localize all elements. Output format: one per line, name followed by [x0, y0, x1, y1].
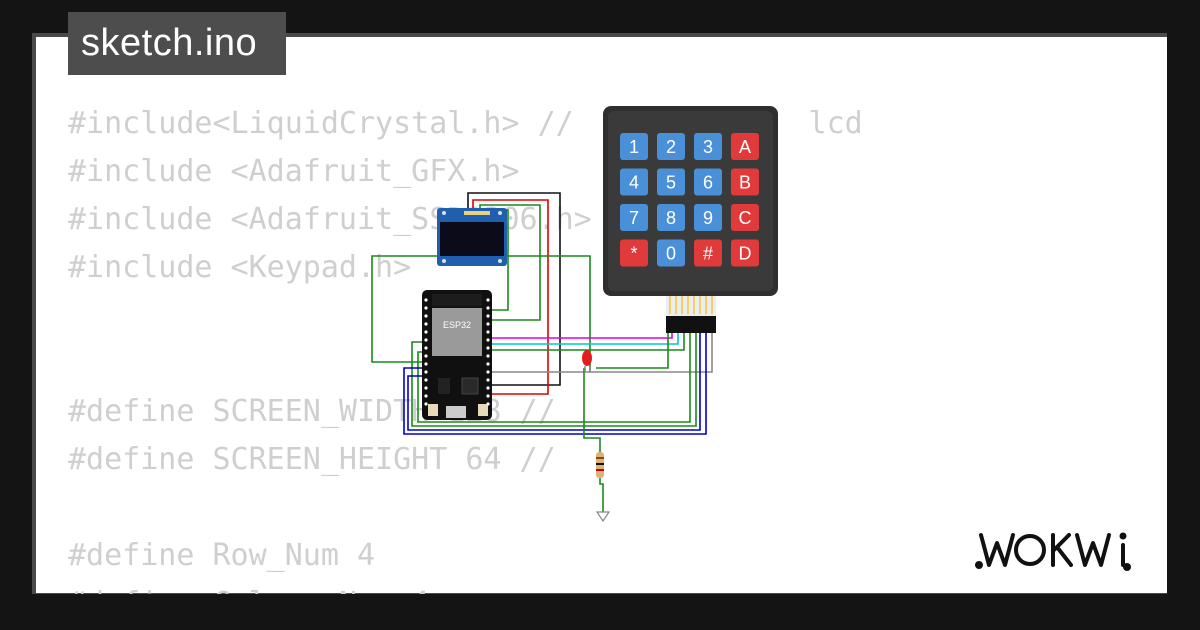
- keypad-key-label: #: [703, 244, 713, 264]
- keypad-key-7[interactable]: 7: [620, 204, 648, 231]
- red-led[interactable]: [582, 350, 592, 372]
- wire-green: [490, 333, 685, 351]
- keypad-pin: [669, 296, 671, 314]
- keypad-key-label: 0: [666, 244, 676, 264]
- keypad-pin: [705, 296, 707, 314]
- esp32-label: ESP32: [443, 320, 471, 330]
- wire-magenta: [490, 333, 673, 339]
- keypad-key-B[interactable]: B: [731, 168, 759, 196]
- keypad-key-C[interactable]: C: [731, 204, 759, 231]
- wire-green: [599, 478, 604, 512]
- keypad-key-3[interactable]: 3: [694, 133, 722, 160]
- keypad-key-1[interactable]: 1: [620, 133, 648, 160]
- wire-green: [371, 255, 440, 363]
- ground-symbol: [595, 511, 611, 523]
- code-line: #define Row_Num 4: [68, 538, 376, 573]
- keypad-key-9[interactable]: 9: [694, 204, 722, 231]
- keypad-key-label: C: [739, 208, 752, 228]
- code-line: #define SCREEN_WIDTH 128 //: [68, 394, 556, 429]
- keypad-pin: [693, 296, 695, 314]
- keypad-pin: [681, 296, 683, 314]
- code-line: #include<LiquidCrystal.h> // lcd: [68, 106, 863, 141]
- wire-blue: [407, 333, 701, 431]
- keypad-key-star[interactable]: *: [620, 239, 648, 267]
- wire-blue: [403, 333, 707, 435]
- keypad-pin: [687, 296, 689, 314]
- oled-display[interactable]: [437, 208, 507, 266]
- keypad-key-label: 4: [629, 173, 639, 193]
- keypad-pin: [711, 296, 713, 314]
- wire-green: [583, 368, 601, 452]
- wire-green: [596, 333, 669, 369]
- keypad-key-label: B: [739, 173, 751, 193]
- keypad-key-label: 9: [703, 208, 713, 228]
- wire-black: [467, 192, 561, 386]
- keypad-key-label: *: [630, 244, 637, 264]
- file-tab-sketch[interactable]: sketch.ino: [68, 12, 286, 75]
- keypad-key-D[interactable]: D: [731, 239, 759, 267]
- keypad-key-label: 7: [629, 208, 639, 228]
- keypad-key-6[interactable]: 6: [694, 168, 722, 196]
- code-line: #include <Adafruit_SSD1306.h>: [68, 202, 592, 237]
- wire-green: [500, 255, 591, 372]
- keypad-key-label: 3: [703, 137, 713, 157]
- keypad-key-label: 1: [629, 137, 639, 157]
- wires: [371, 192, 713, 512]
- keypad-4x4[interactable]: 1 2 3 A 4 5 6 B 7 8 9 C * 0 # D: [603, 106, 778, 333]
- wire-gray: [490, 333, 713, 373]
- keypad-key-label: 5: [666, 173, 676, 193]
- keypad-key-label: 2: [666, 137, 676, 157]
- keypad-key-2[interactable]: 2: [657, 133, 685, 160]
- keypad-pin: [675, 296, 677, 314]
- keypad-key-4[interactable]: 4: [620, 168, 648, 196]
- wire-green: [411, 333, 697, 427]
- code-line: #define SCREEN_HEIGHT 64 //: [68, 442, 556, 477]
- frame-bottom-cover: [32, 594, 1200, 630]
- wire-red: [472, 199, 549, 395]
- wokwi-logo: [975, 532, 1131, 571]
- code-line: #include <Adafruit_GFX.h>: [68, 154, 520, 189]
- wire-green: [479, 204, 541, 321]
- keypad-key-label: 8: [666, 208, 676, 228]
- keypad-key-8[interactable]: 8: [657, 204, 685, 231]
- keypad-pin: [699, 296, 701, 314]
- keypad-key-label: D: [739, 244, 752, 264]
- keypad-key-label: 6: [703, 173, 713, 193]
- keypad-key-5[interactable]: 5: [657, 168, 685, 196]
- resistor[interactable]: [596, 452, 604, 478]
- keypad-key-A[interactable]: A: [731, 133, 759, 160]
- esp32-board[interactable]: ESP32: [422, 290, 492, 420]
- keypad-key-0[interactable]: 0: [657, 239, 685, 267]
- keypad-key-label: A: [739, 137, 751, 157]
- keypad-key-hash[interactable]: #: [694, 239, 722, 267]
- wire-cyan: [490, 333, 679, 345]
- code-canvas-frame: [32, 33, 1167, 597]
